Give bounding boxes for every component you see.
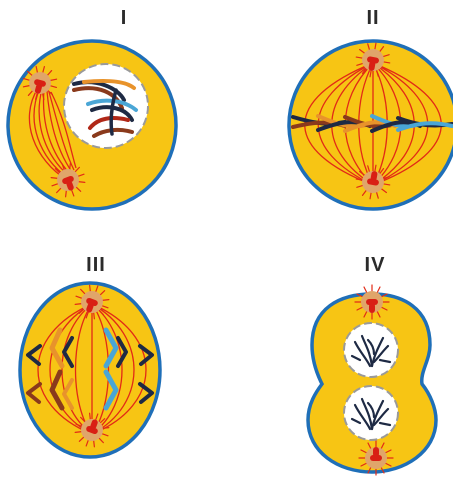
stage-label-iv: IV <box>365 254 386 276</box>
stage-label-i: I <box>121 7 128 29</box>
stage-label-ii: II <box>366 7 379 29</box>
daughter-nucleus-bottom <box>344 386 398 440</box>
cell-stage-iii <box>20 280 160 457</box>
cell-stage-i <box>8 41 176 209</box>
cell-stage-iv <box>308 285 436 475</box>
cell-stage-ii <box>289 40 453 209</box>
cell-membrane <box>308 294 436 472</box>
daughter-nucleus-top <box>344 323 398 377</box>
stage-label-iii: III <box>86 254 106 276</box>
